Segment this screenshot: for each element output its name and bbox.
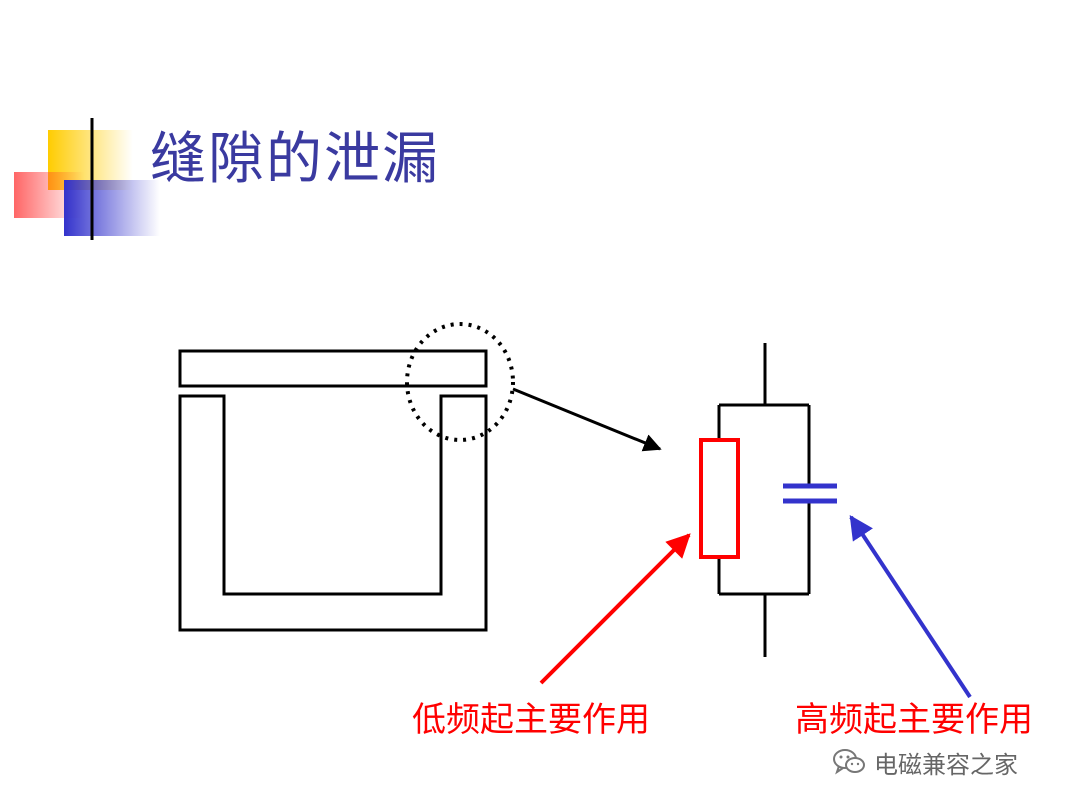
equivalent-circuit — [699, 343, 837, 657]
low-frequency-arrow — [539, 533, 691, 685]
watermark-text: 电磁兼容之家 — [874, 750, 1018, 779]
high-frequency-arrow — [849, 514, 972, 699]
enclosure-body — [178, 394, 488, 632]
resistor-symbol — [699, 438, 740, 559]
wechat-icon — [833, 749, 865, 775]
watermark: 电磁兼容之家 — [832, 744, 1018, 780]
gap-to-circuit-arrow — [512, 387, 662, 452]
deco-blue-square — [64, 180, 160, 236]
gap-highlight-circle — [405, 322, 515, 442]
enclosure-lid — [178, 349, 488, 388]
high-frequency-label: 高频起主要作用 — [795, 700, 1033, 740]
low-frequency-label: 低频起主要作用 — [412, 700, 650, 740]
slide-title: 缝隙的泄漏 — [150, 127, 440, 192]
